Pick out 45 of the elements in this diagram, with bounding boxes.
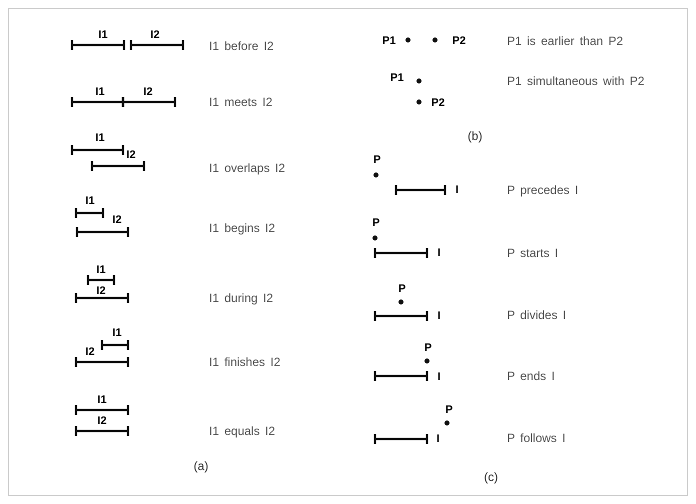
relation-text: I1 before I2 (209, 39, 274, 53)
relation-text: P1 simultaneous with P2 (507, 74, 644, 88)
interval-label: I1 (95, 86, 105, 98)
relation-text: P ends I (507, 369, 555, 383)
interval-label: I2 (97, 415, 107, 427)
point-label: P (445, 404, 453, 416)
interval-label: I (437, 247, 441, 259)
interval-label: I1 (98, 29, 108, 41)
interval-label: I1 (112, 327, 122, 339)
point-label: P (424, 342, 432, 354)
relation-text: I1 meets I2 (209, 95, 272, 109)
interval-label: I1 (97, 394, 107, 406)
relation-text: I1 overlaps I2 (209, 161, 286, 175)
relation-text: P follows I (507, 431, 566, 445)
interval-label: I1 (96, 264, 106, 276)
point-label: P2 (431, 97, 445, 109)
interval-label: I2 (96, 285, 106, 297)
interval-label: I1 (95, 132, 105, 144)
panel-label: (a) (194, 459, 208, 473)
relation-text: I1 during I2 (209, 291, 274, 305)
interval-label: I2 (85, 346, 95, 358)
interval-label: I2 (150, 29, 160, 41)
relation-text: P divides I (507, 308, 566, 322)
interval-label: I1 (85, 195, 95, 207)
point-label: P (398, 283, 406, 295)
relation-text: P1 is earlier than P2 (507, 34, 624, 48)
relation-text: I1 begins I2 (209, 221, 276, 235)
point-label: P1 (390, 72, 404, 84)
point-label: P2 (452, 35, 466, 47)
interval-label: I2 (126, 149, 136, 161)
point-label: P (373, 154, 381, 166)
interval-label: I (437, 371, 441, 383)
interval-label: I (436, 433, 440, 445)
interval-label: I2 (143, 86, 153, 98)
interval-label: I (437, 310, 441, 322)
point-label: P (372, 217, 380, 229)
relation-text: P precedes I (507, 183, 578, 197)
relation-text: I1 finishes I2 (209, 355, 280, 369)
point-label: P1 (382, 35, 396, 47)
interval-label: I (455, 184, 459, 196)
relation-text: I1 equals I2 (209, 424, 276, 438)
panel-label: (b) (468, 129, 482, 143)
relation-text: P starts I (507, 246, 558, 260)
panel-label: (c) (484, 470, 498, 484)
interval-label: I2 (112, 214, 122, 226)
